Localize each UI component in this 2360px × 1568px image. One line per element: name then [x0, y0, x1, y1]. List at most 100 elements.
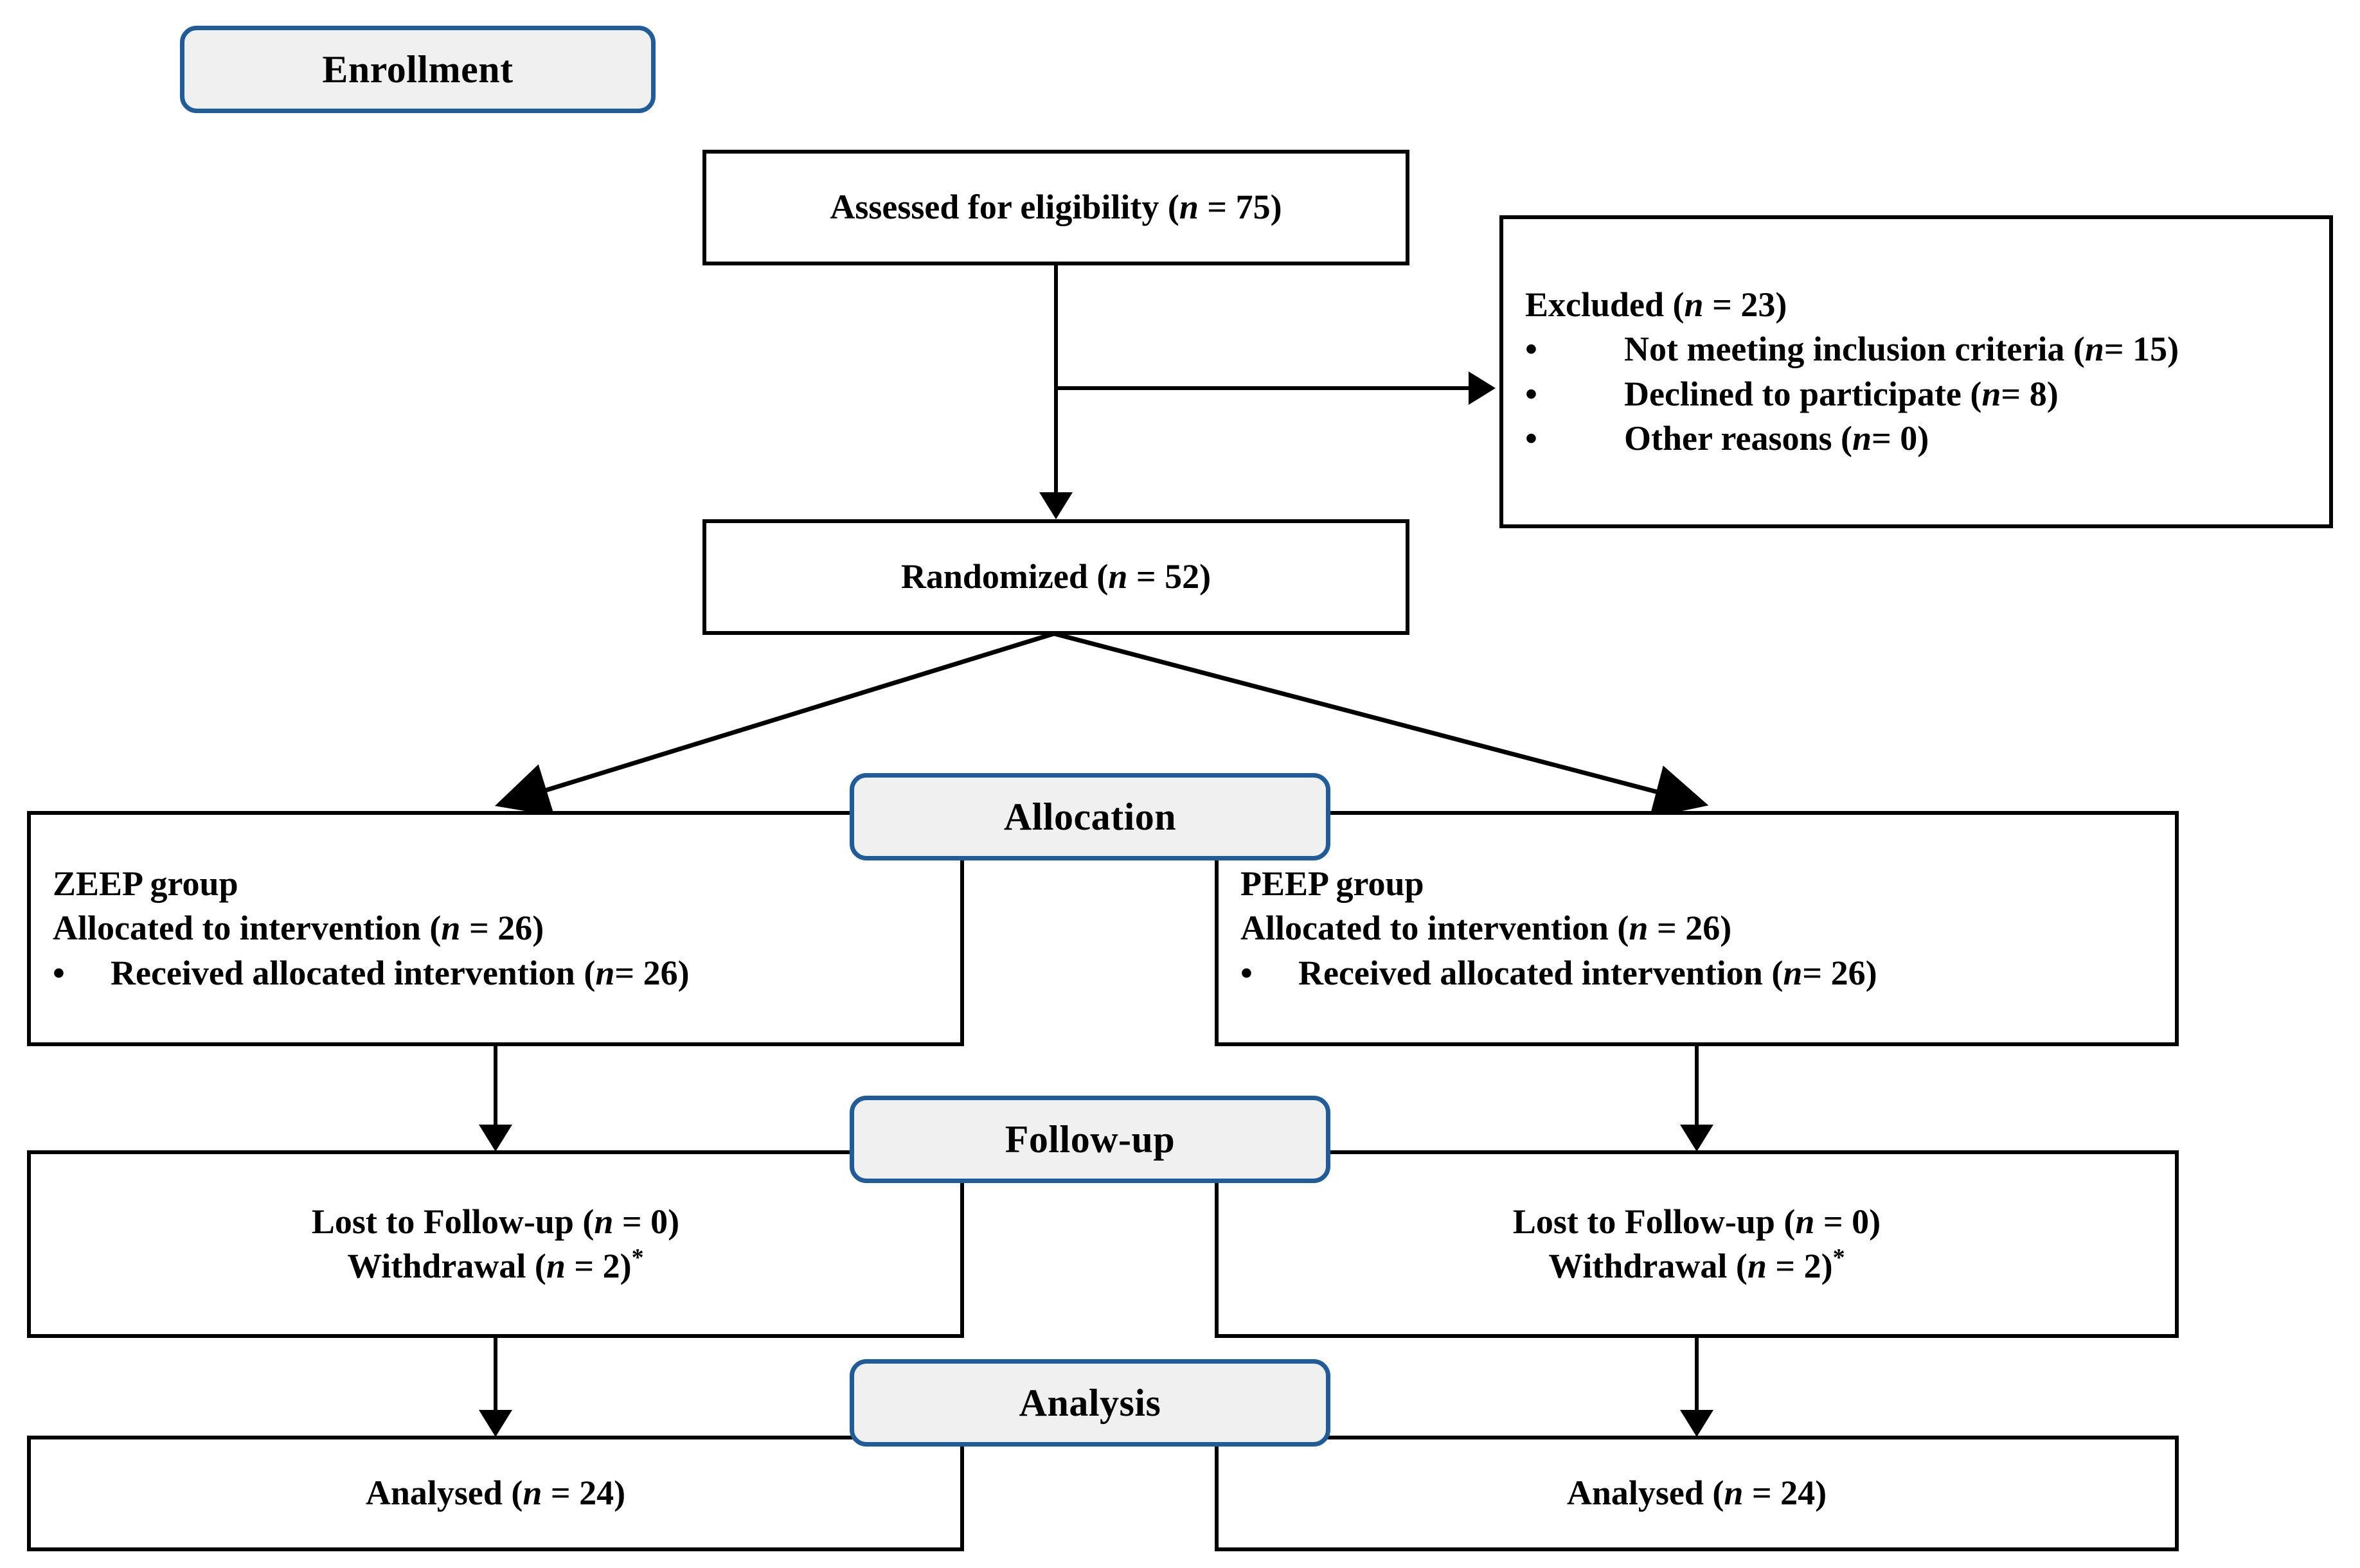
stage-pill-allocation: Allocation [850, 773, 1330, 860]
zeep-withdrawal-n-symbol: n [546, 1247, 566, 1285]
excluded-bullet-1-n-symbol: n [1981, 374, 2001, 413]
peep-allocated-n-symbol: n [1629, 909, 1649, 948]
arrowhead-zeep-followup [479, 1125, 512, 1152]
bullet-icon: • [1525, 418, 1537, 458]
box-followup-zeep: Lost to Follow-up (n = 0) Withdrawal (n … [27, 1150, 964, 1338]
excluded-bullet-0-n-symbol: n [2084, 330, 2104, 369]
peep-received-bullet: • Received allocated intervention (n = 2… [1240, 951, 2175, 995]
connector-assessed-to-randomized [1054, 265, 1058, 498]
zeep-lost-prefix: Lost to Follow-up ( [311, 1202, 594, 1241]
zeep-received-bullet: • Received allocated intervention (n = 2… [53, 951, 960, 995]
randomized-n-symbol: n [1108, 557, 1128, 596]
arrowhead-assessed-to-randomized [1039, 492, 1073, 519]
excluded-heading: Excluded (n = 23) [1525, 283, 2329, 327]
peep-withdrawal-prefix: Withdrawal ( [1548, 1247, 1748, 1285]
connector-randomized-to-excluded [1054, 386, 1472, 390]
excluded-bullet-0: • Not meeting inclusion criteria (n = 15… [1525, 327, 2329, 371]
bullet-icon: • [1240, 953, 1253, 992]
peep-lost-text: Lost to Follow-up (n = 0) [1219, 1200, 2175, 1244]
box-followup-peep: Lost to Follow-up (n = 0) Withdrawal (n … [1215, 1150, 2179, 1338]
arrowhead-zeep-analysis [479, 1410, 512, 1437]
excluded-bullet-1: • Declined to participate (n = 8) [1525, 372, 2329, 416]
peep-analysed-suffix: = 24) [1743, 1474, 1827, 1513]
peep-allocated-text: Allocated to intervention (n = 26) [1240, 906, 2175, 950]
bullet-icon: • [1525, 374, 1537, 413]
assessed-text: Assessed for eligibility (n = 75) [706, 185, 1406, 229]
peep-withdrawal-footnote-marker: * [1832, 1244, 1845, 1271]
stage-label-enrollment: Enrollment [322, 48, 514, 91]
excluded-bullet-1-prefix: Declined to participate ( [1624, 374, 1982, 413]
connector-zeep-allocation-to-followup [494, 1046, 497, 1130]
zeep-received-n-symbol: n [595, 953, 615, 992]
excluded-bullet-0-prefix: Not meeting inclusion criteria ( [1624, 330, 2085, 369]
zeep-analysed-suffix: = 24) [542, 1474, 626, 1513]
assessed-text-prefix: Assessed for eligibility ( [830, 188, 1179, 227]
randomized-text: Randomized (n = 52) [706, 555, 1406, 599]
excluded-bullet-1-suffix: = 8) [2001, 374, 2059, 413]
zeep-withdrawal-footnote-marker: * [631, 1244, 644, 1271]
zeep-received-suffix: = 26) [614, 953, 690, 992]
zeep-allocated-text: Allocated to intervention (n = 26) [53, 906, 960, 950]
zeep-received-prefix: Received allocated intervention ( [111, 953, 596, 992]
box-analysis-peep: Analysed (n = 24) [1215, 1436, 2179, 1551]
connector-zeep-followup-to-analysis [494, 1338, 497, 1415]
box-excluded: Excluded (n = 23) • Not meeting inclusio… [1499, 215, 2333, 528]
peep-received-suffix: = 26) [1802, 953, 1877, 992]
box-allocation-zeep-group: ZEEP group Allocated to intervention (n … [27, 811, 964, 1046]
peep-allocated-suffix: = 26) [1648, 909, 1732, 948]
stage-pill-analysis: Analysis [850, 1359, 1330, 1447]
excluded-bullet-2-suffix: = 0) [1872, 418, 1929, 458]
randomized-text-suffix: = 52) [1127, 557, 1211, 596]
zeep-analysed-text: Analysed (n = 24) [31, 1471, 960, 1515]
arrowhead-peep-analysis [1680, 1410, 1713, 1437]
peep-lost-prefix: Lost to Follow-up ( [1512, 1202, 1796, 1241]
connector-randomized-split [494, 631, 1709, 818]
box-allocation-peep-group: PEEP group Allocated to intervention (n … [1215, 811, 2179, 1046]
stage-pill-followup: Follow-up [850, 1096, 1330, 1183]
zeep-group-label: ZEEP group [53, 864, 238, 904]
arrowhead-to-excluded [1469, 371, 1496, 405]
zeep-withdrawal-text: Withdrawal (n = 2)* [31, 1244, 960, 1288]
zeep-allocated-suffix: = 26) [460, 909, 544, 948]
peep-group-label: PEEP group [1240, 864, 1424, 904]
peep-allocated-prefix: Allocated to intervention ( [1240, 909, 1629, 948]
box-analysis-zeep: Analysed (n = 24) [27, 1436, 964, 1551]
stage-label-analysis: Analysis [1019, 1382, 1161, 1424]
excluded-heading-prefix: Excluded ( [1525, 285, 1685, 325]
box-randomized: Randomized (n = 52) [702, 519, 1409, 635]
connector-peep-allocation-to-followup [1695, 1046, 1699, 1130]
randomized-text-prefix: Randomized ( [900, 557, 1109, 596]
excluded-bullet-0-suffix: = 15) [2104, 330, 2179, 369]
assessed-text-suffix: = 75) [1198, 188, 1282, 227]
connector-peep-followup-to-analysis [1695, 1338, 1699, 1415]
peep-analysed-prefix: Analysed ( [1566, 1474, 1724, 1513]
zeep-allocated-prefix: Allocated to intervention ( [53, 909, 442, 948]
arrowhead-peep-followup [1680, 1125, 1713, 1152]
excluded-bullet-2: • Other reasons (n = 0) [1525, 416, 2329, 461]
excluded-bullet-2-prefix: Other reasons ( [1624, 418, 1852, 458]
peep-withdrawal-suffix: = 2) [1766, 1247, 1833, 1285]
zeep-analysed-n-symbol: n [523, 1474, 542, 1513]
zeep-lost-n-symbol: n [594, 1202, 614, 1241]
zeep-lost-suffix: = 0) [613, 1202, 680, 1241]
zeep-withdrawal-suffix: = 2) [565, 1247, 632, 1285]
stage-label-followup: Follow-up [1005, 1118, 1176, 1161]
excluded-heading-suffix: = 23) [1703, 285, 1787, 325]
peep-received-prefix: Received allocated intervention ( [1298, 953, 1783, 992]
excluded-bullet-2-n-symbol: n [1852, 418, 1872, 458]
peep-analysed-n-symbol: n [1724, 1474, 1744, 1513]
stage-pill-enrollment: Enrollment [180, 26, 656, 113]
bullet-icon: • [1525, 330, 1537, 369]
stage-label-allocation: Allocation [1003, 796, 1177, 838]
assessed-n-symbol: n [1179, 188, 1199, 227]
peep-received-n-symbol: n [1783, 953, 1803, 992]
zeep-analysed-prefix: Analysed ( [365, 1474, 523, 1513]
peep-lost-n-symbol: n [1795, 1202, 1815, 1241]
zeep-lost-text: Lost to Follow-up (n = 0) [31, 1200, 960, 1244]
peep-withdrawal-n-symbol: n [1747, 1247, 1767, 1285]
peep-analysed-text: Analysed (n = 24) [1219, 1471, 2175, 1515]
box-assessed-for-eligibility: Assessed for eligibility (n = 75) [702, 150, 1409, 265]
excluded-n-symbol: n [1684, 285, 1704, 325]
zeep-withdrawal-prefix: Withdrawal ( [347, 1247, 546, 1285]
